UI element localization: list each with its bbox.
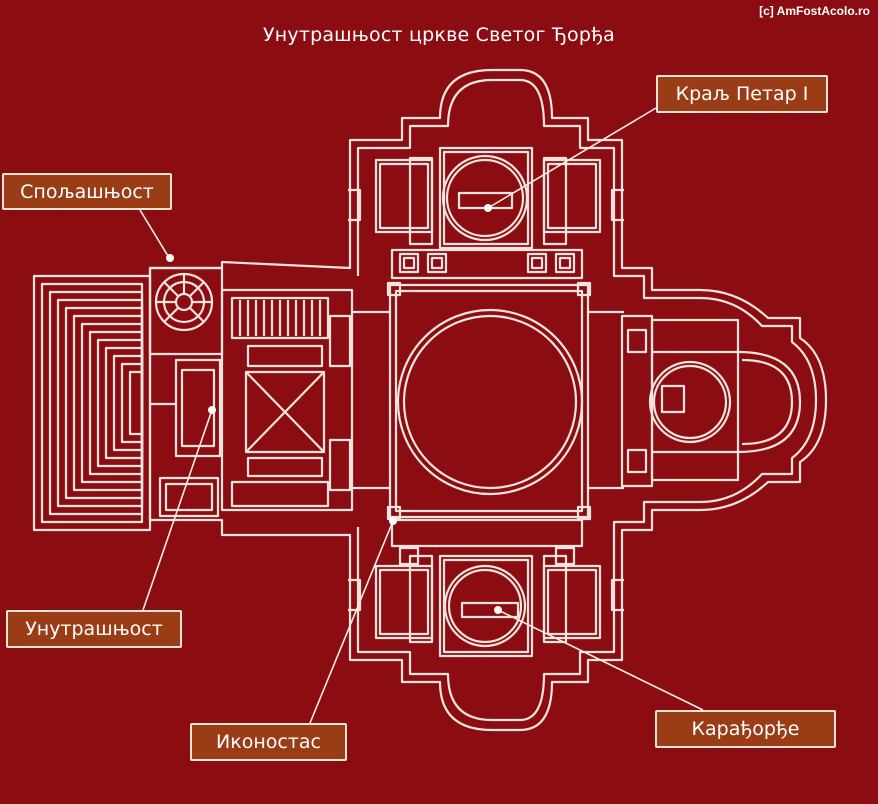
south-tomb-chamber: [438, 554, 534, 658]
cross-inner-outline: [356, 78, 818, 722]
central-dome: [396, 308, 584, 496]
label-iconostasis: Иконостас: [190, 723, 347, 761]
cross-outline: [148, 68, 828, 732]
leader-dots: [166, 204, 502, 614]
diagram-title: Унутрашњост цркве Светог Ђорђа: [262, 24, 616, 46]
label-exterior: Спољашњост: [2, 173, 172, 210]
central-nave: [388, 283, 590, 519]
north-tomb-chamber: [438, 146, 534, 250]
narthex-vault: [244, 370, 326, 454]
south-sarcophagus: [460, 601, 520, 619]
copyright-watermark: [c] AmFostAcolo.ro: [759, 4, 870, 18]
west-porch: [32, 274, 152, 532]
label-interior: Унутрашњост: [6, 610, 182, 648]
label-karadjordje: Карађорђе: [655, 710, 836, 748]
leader-lines: [139, 107, 704, 724]
label-kralj-petar: Краљ Петар I: [656, 75, 828, 113]
